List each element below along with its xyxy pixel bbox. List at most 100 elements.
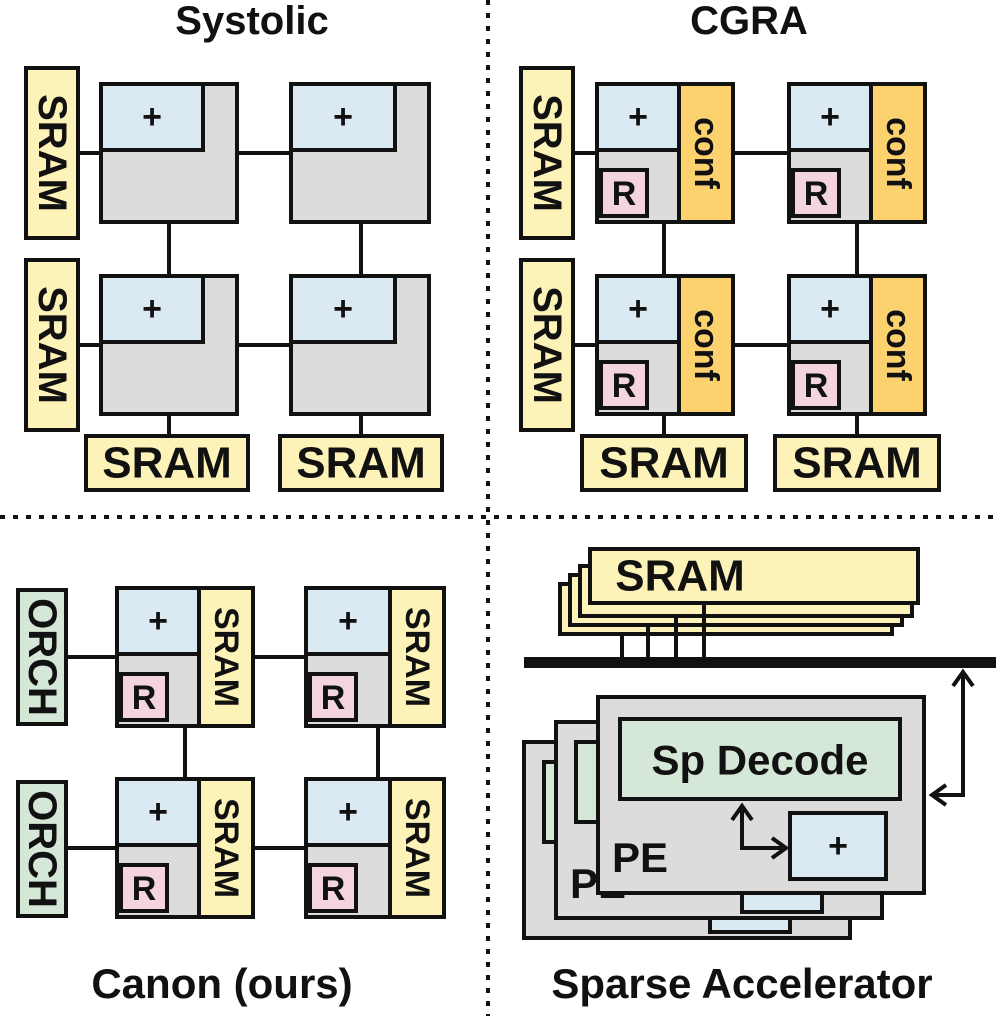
conf-block (869, 274, 927, 416)
alu-block (289, 274, 397, 344)
register-block (599, 168, 649, 218)
plus-label: + (628, 290, 648, 328)
alu-block (595, 274, 681, 344)
sram-block: SRAM (278, 434, 444, 492)
register-block (599, 360, 649, 410)
plus-label: + (148, 602, 168, 640)
conf-block (677, 274, 735, 416)
alu-block (304, 777, 392, 847)
orch-block: ORCH (16, 588, 68, 726)
pe-block: + (289, 82, 431, 224)
plus-label: + (820, 98, 840, 136)
sparse-quadrant: SRAM PE Sp Decode + PE (522, 547, 996, 1007)
register-block (119, 672, 169, 722)
arrow-head-right (770, 836, 790, 860)
decode-alu-arrow (740, 810, 782, 850)
register-label: R (804, 367, 829, 405)
arrow-head-up (730, 802, 754, 822)
plus-label: + (828, 827, 848, 865)
pe-block: + R conf (787, 82, 927, 224)
pe-label: PE (612, 834, 668, 881)
sram-block (197, 777, 255, 919)
pe-block: + R SRAM (304, 586, 446, 728)
sram-label: SRAM (102, 439, 232, 488)
pe-block: + R SRAM (115, 586, 255, 728)
alu-block (788, 811, 888, 881)
sram-block: SRAM (24, 258, 80, 432)
plus-label: + (820, 290, 840, 328)
sram-label: SRAM (207, 798, 245, 898)
pe-block: + (289, 274, 431, 416)
alu-block (115, 586, 201, 656)
plus-label: + (338, 793, 358, 831)
sram-block: SRAM (519, 258, 575, 432)
sram-block: SRAM (24, 66, 80, 240)
sram-label: SRAM (30, 286, 74, 404)
alu-block (99, 274, 205, 344)
sram-block (388, 586, 446, 728)
plus-label: + (142, 98, 162, 136)
pe-block-front: Sp Decode + PE (596, 695, 926, 895)
sram-label: SRAM (525, 94, 569, 212)
register-label: R (321, 679, 346, 717)
pe-block: + R conf (595, 274, 735, 416)
sram-label: SRAM (207, 607, 245, 707)
conf-label: conf (879, 309, 917, 381)
systolic-quadrant: Systolic SRAM SRAM + + (24, 0, 444, 492)
alu-block (289, 82, 397, 152)
register-label: R (612, 367, 637, 405)
register-label: R (321, 870, 346, 908)
sram-block: SRAM (773, 434, 941, 492)
sram-label: SRAM (398, 607, 436, 707)
conf-block (677, 82, 735, 224)
register-block (791, 360, 841, 410)
orch-label: ORCH (20, 598, 64, 716)
sram-block: SRAM (84, 434, 250, 492)
sram-label: SRAM (30, 94, 74, 212)
alu-block (99, 82, 205, 152)
pe-block: + R SRAM (304, 777, 446, 919)
conf-label: conf (879, 117, 917, 189)
register-block (119, 863, 169, 913)
plus-label: + (148, 793, 168, 831)
sram-bank: SRAM (588, 547, 920, 605)
sp-decode-label: Sp Decode (651, 737, 868, 784)
register-label: R (804, 175, 829, 213)
plus-label: + (333, 290, 353, 328)
plus-label: + (333, 98, 353, 136)
cgra-quadrant: CGRA SRAM SRAM + R conf + (519, 0, 941, 492)
sram-block (388, 777, 446, 919)
conf-block (869, 82, 927, 224)
bus-pe-arrow (934, 674, 965, 797)
plus-label: + (338, 602, 358, 640)
canon-title: Canon (ours) (91, 960, 352, 1007)
conf-label: conf (687, 117, 725, 189)
sram-block: SRAM (580, 434, 748, 492)
register-label: R (132, 870, 157, 908)
arrow-head-left (928, 783, 948, 807)
plus-label: + (628, 98, 648, 136)
register-block (308, 672, 358, 722)
sram-label: SRAM (599, 439, 729, 488)
conf-label: conf (687, 309, 725, 381)
canon-quadrant: ORCH ORCH + R SRAM + R SRAM + (16, 586, 446, 1007)
pe-block: + R SRAM (115, 777, 255, 919)
sram-label: SRAM (296, 439, 426, 488)
arrow-head-up (951, 668, 975, 688)
pe-block: + (99, 274, 239, 416)
pe-block: + (99, 82, 239, 224)
sparse-title: Sparse Accelerator (551, 960, 932, 1007)
register-label: R (132, 679, 157, 717)
plus-label: + (142, 290, 162, 328)
pe-block: + R conf (787, 274, 927, 416)
cgra-title: CGRA (690, 0, 808, 43)
orch-label: ORCH (20, 790, 64, 908)
sram-label: SRAM (615, 552, 745, 601)
register-block (791, 168, 841, 218)
register-block (308, 863, 358, 913)
sram-block (197, 586, 255, 728)
sram-label: SRAM (792, 439, 922, 488)
orch-block: ORCH (16, 780, 68, 918)
sram-label: SRAM (525, 286, 569, 404)
